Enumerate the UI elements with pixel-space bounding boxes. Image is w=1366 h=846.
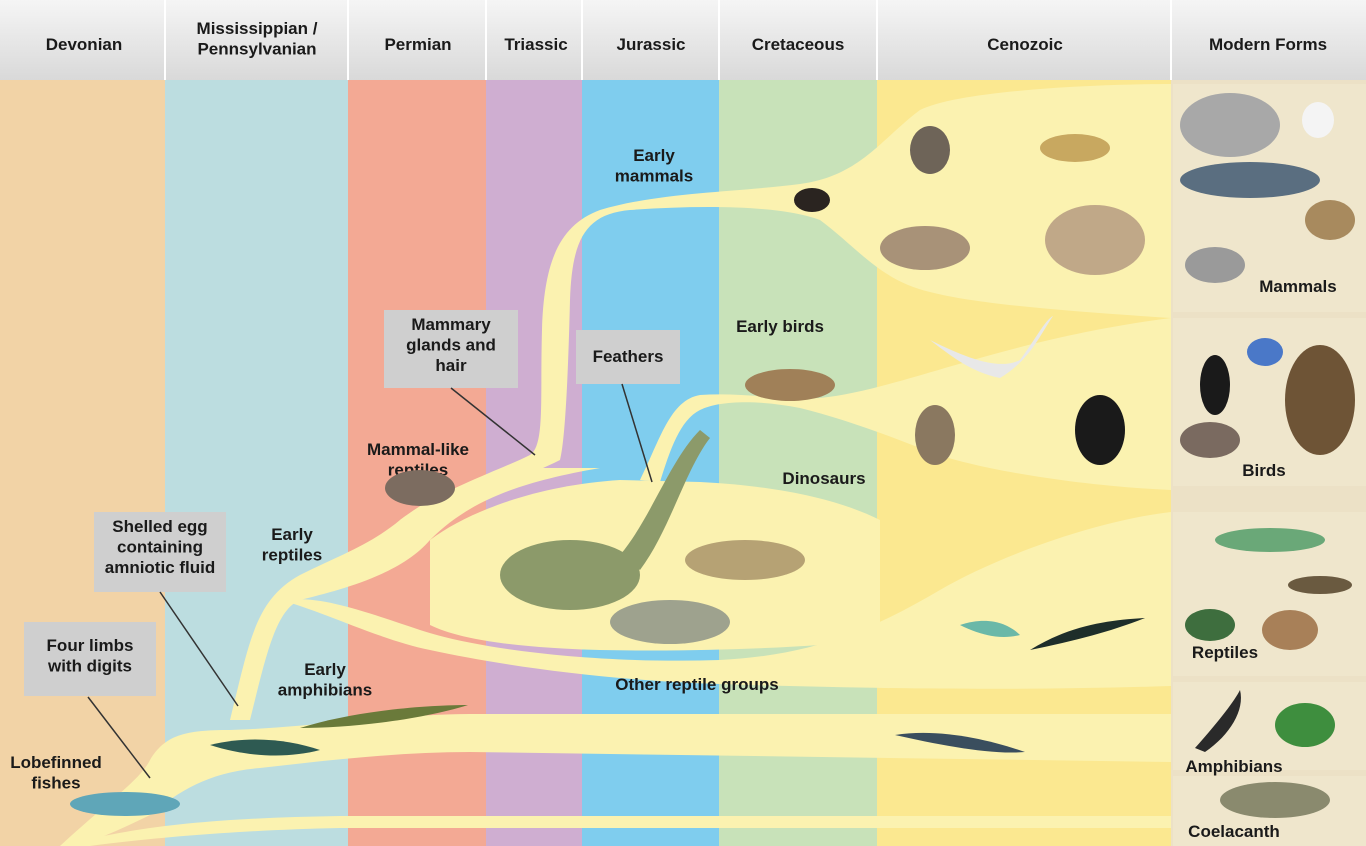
parrot-icon: [1247, 338, 1283, 366]
period-label-devonian: Devonian: [46, 35, 123, 54]
deer-icon: [1305, 200, 1355, 240]
crocodile-icon: [1215, 528, 1325, 552]
archaeopteryx-icon: [745, 369, 835, 401]
modern-label-mammals: Mammals: [1259, 277, 1336, 296]
period-label-cretaceous: Cretaceous: [752, 35, 845, 54]
snake-icon: [1262, 610, 1318, 650]
label-early-birds: Early birds: [736, 317, 824, 336]
callout-feathers-text: Feathers: [593, 347, 664, 366]
sauropod-icon: [500, 540, 640, 610]
turtle-icon: [1185, 609, 1235, 641]
period-label-permian: Permian: [384, 35, 451, 54]
frog-icon: [1275, 703, 1335, 747]
period-band-devonian: [0, 80, 165, 846]
modern-label-coelacanth: Coelacanth: [1188, 822, 1280, 841]
period-label-mississippian: Mississippian /Pennsylvanian: [197, 19, 318, 58]
cenozoic-tapir-icon: [880, 226, 970, 270]
period-label-cenozoic: Cenozoic: [987, 35, 1063, 54]
modern-forms-panels: Mammals Birds Reptiles Amphibians Coelac…: [1173, 84, 1366, 846]
modern-label-reptiles: Reptiles: [1192, 643, 1258, 662]
lobefin-fish-icon: [70, 792, 180, 816]
puffin-icon: [1075, 395, 1125, 465]
penguin-icon: [1200, 355, 1230, 415]
period-label-triassic: Triassic: [504, 35, 567, 54]
rabbit-icon: [1302, 102, 1334, 138]
coelacanth-icon: [1220, 782, 1330, 818]
modern-label-birds: Birds: [1242, 461, 1285, 480]
whale-icon: [1180, 162, 1320, 198]
eagle-icon: [1285, 345, 1355, 455]
cenozoic-primate-icon: [910, 126, 950, 174]
modern-label-amphibians: Amphibians: [1185, 757, 1282, 776]
label-other-reptile-groups: Other reptile groups: [615, 675, 778, 694]
gecko-icon: [1288, 576, 1352, 594]
cenozoic-saber-cat-icon: [1040, 134, 1110, 162]
period-label-modern-forms: Modern Forms: [1209, 35, 1327, 54]
wolf-icon: [1185, 247, 1245, 283]
period-label-jurassic: Jurassic: [617, 35, 686, 54]
pheasant-icon: [1180, 422, 1240, 458]
elephant-icon: [1180, 93, 1280, 157]
theropod-icon: [685, 540, 805, 580]
triceratops-icon: [610, 600, 730, 644]
mammal-like-reptile-icon: [385, 470, 455, 506]
early-mammal-icon: [794, 188, 830, 212]
cenozoic-mammal-icon: [1045, 205, 1145, 275]
label-dinosaurs: Dinosaurs: [782, 469, 865, 488]
owl-icon: [915, 405, 955, 465]
